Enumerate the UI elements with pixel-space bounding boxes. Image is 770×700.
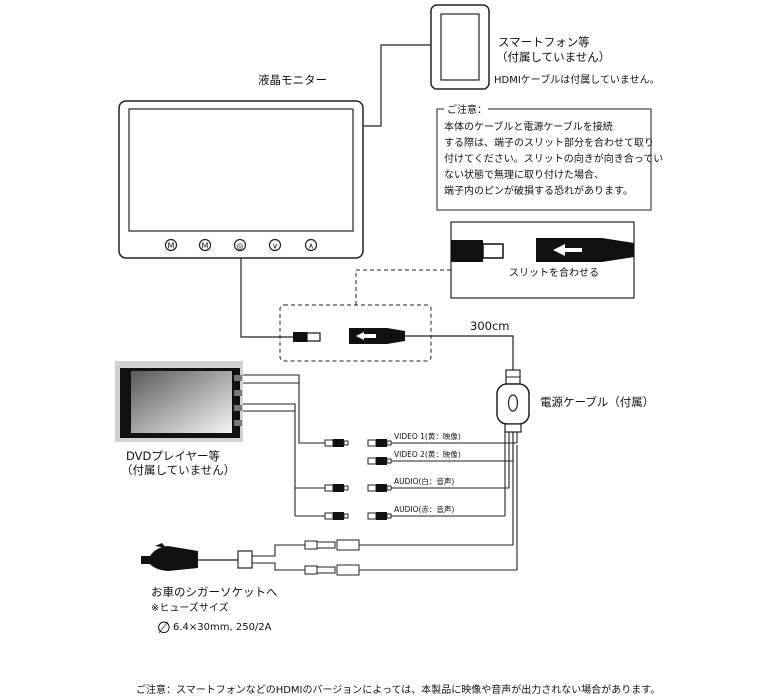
- monitor-cable-line: [240, 258, 293, 338]
- monitor-button-label: ∧: [308, 242, 314, 251]
- monitor-button-label: ∨: [272, 242, 278, 251]
- monitor-button-5[interactable]: ∧: [304, 238, 318, 252]
- rca-wires: [358, 432, 518, 571]
- fuse-spec: 6.4×30mm, 250/2A: [173, 622, 272, 633]
- diameter-icon: ∅: [157, 618, 171, 637]
- monitor-label: 液晶モニター: [258, 73, 327, 87]
- monitor-button-label: M: [168, 242, 175, 251]
- monitor-button-4[interactable]: ∨: [268, 238, 282, 252]
- hdmi-cable-line: [363, 44, 431, 127]
- caution-title: ご注意：: [447, 103, 487, 116]
- small-connector-pair: [293, 328, 405, 344]
- cable-length-label: 300cm: [470, 319, 509, 333]
- rca-plug-dvd-1: [324, 439, 349, 447]
- rca-plug-power-1: [367, 439, 392, 447]
- dvd-label-line2: （付属していません）: [121, 463, 235, 477]
- monitor-button-2[interactable]: M: [198, 238, 212, 252]
- monitor-buttons: M M ◎ ∨ ∧: [164, 238, 318, 252]
- audio-white-label: AUDIO(白：音声): [394, 476, 454, 486]
- fuse-label: ※ヒューズサイズ: [151, 601, 229, 614]
- rca-plugs-power-side: [367, 439, 392, 520]
- caution-line-5: 端子内のピンが破損する恐れがあります。: [444, 184, 633, 197]
- caution-line-3: 付けてください。スリットの向きが向き合ってい: [444, 152, 663, 165]
- monitor-button-1[interactable]: M: [164, 238, 178, 252]
- car-socket-label: お車のシガーソケットへ: [151, 585, 278, 599]
- smartphone-label-line1: スマートフォン等: [498, 35, 590, 49]
- dvd-wires: [243, 374, 325, 517]
- power-cable-line: [405, 335, 514, 370]
- rca-plug-dvd-2: [324, 484, 349, 492]
- caution-box: [436, 103, 652, 211]
- monitor-button-label: ◎: [237, 242, 244, 251]
- cigarette-plug: [141, 543, 305, 571]
- video1-label: VIDEO 1(黄：映像): [394, 431, 461, 441]
- audio-red-label: AUDIO(赤：音声): [394, 504, 454, 514]
- dvd-label-line1: DVDプレイヤー等: [126, 449, 220, 463]
- car-side-connectors: [304, 539, 360, 576]
- power-cable-module: [496, 369, 530, 433]
- footer-caution: ご注意：スマートフォンなどのHDMIのバージョンによっては、本製品に映像や音声が…: [136, 683, 660, 696]
- monitor-button-3[interactable]: ◎: [233, 238, 247, 252]
- monitor-button-label: M: [202, 242, 209, 251]
- rca-plug-dvd-3: [324, 512, 349, 520]
- rca-plug-power-3: [367, 484, 392, 492]
- smartphone-label-line2: （付属していません）: [496, 50, 610, 64]
- smartphone: [430, 4, 490, 90]
- slit-arrow-icon: [553, 244, 582, 256]
- detail-callout-dashed: [355, 269, 451, 305]
- caution-line-2: する際は、端子のスリット部分を合わせて取り: [444, 136, 654, 149]
- connector-detail: [450, 221, 635, 299]
- connector-dashed-box: [279, 304, 432, 362]
- hdmi-note: HDMIケーブルは付属していません。: [494, 73, 660, 86]
- slit-align-label: スリットを合わせる: [509, 266, 599, 279]
- rca-plugs-dvd-side: [324, 439, 349, 520]
- power-cable-label: 電源ケーブル（付属）: [540, 395, 654, 409]
- video2-label: VIDEO 2(黄：映像): [394, 449, 461, 459]
- rca-plug-power-2: [367, 457, 392, 465]
- dvd-player: [115, 361, 243, 442]
- caution-line-4: ない状態で無理に取り付けた場合、: [444, 168, 604, 181]
- rca-plug-power-4: [367, 512, 392, 520]
- lcd-monitor: [118, 100, 364, 259]
- caution-line-1: 本体のケーブルと電源ケーブルを接続: [444, 120, 613, 133]
